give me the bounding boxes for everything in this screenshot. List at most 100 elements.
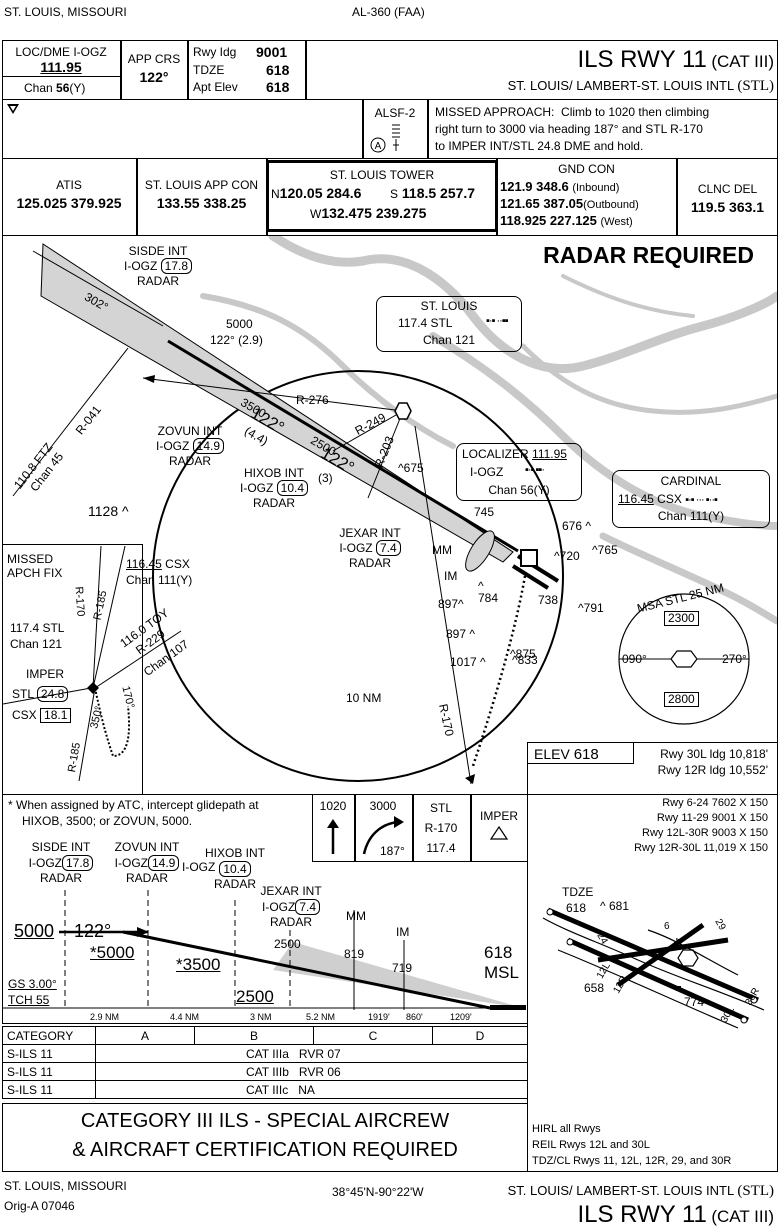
elev-897b-val: 897: [446, 627, 467, 641]
prof-dist-6: 860': [406, 1012, 423, 1022]
gnd-1-freq: 121.9 348.6: [500, 179, 569, 194]
tdze-label: TDZE: [193, 63, 225, 77]
ma-1174: 117.4: [426, 841, 456, 855]
tower-south-label: S: [390, 187, 399, 201]
airport-elev-label: ELEV: [534, 746, 570, 762]
gnd-label: GND CON: [558, 162, 615, 176]
turn-arrow-icon: [362, 816, 404, 855]
minima-row-cat: CAT IIIc: [246, 1082, 289, 1097]
tower-south: S 118.5 257.7: [390, 186, 475, 200]
cardinal-box: [612, 470, 770, 528]
prof-alt-2500b: 2500: [236, 987, 274, 1006]
footer-title-text: ILS RWY 11: [577, 1201, 707, 1228]
app-crs: 122°: [139, 69, 169, 85]
top-city: ST. LOUIS, MISSOURI: [4, 5, 127, 19]
gnd-1: 121.9 348.6 (Inbound): [500, 180, 619, 194]
elev-675-val: 675: [403, 461, 424, 475]
loc-chan-suffix: (Y): [69, 81, 86, 95]
elev-833: ^833: [512, 653, 538, 667]
prof-jexar-loc: I-OGZ: [261, 900, 296, 914]
table-row: S-ILS 11 CAT IIIc NA: [2, 1080, 528, 1099]
prof-im: IM: [396, 925, 410, 939]
cardinal-chan: Chan 111(Y): [657, 509, 725, 523]
plan-r276: R-276: [296, 393, 329, 407]
airport-elev-658: 658: [584, 981, 605, 995]
minima-table: CATEGORY A B C D S-ILS 11 CAT IIIa RVR 0…: [2, 1026, 528, 1099]
minima-row-value: CAT IIIc NA: [95, 1080, 528, 1099]
plan-sisde-loc: I-OGZ: [123, 259, 158, 273]
footer-orig: Orig-A 07046: [4, 1199, 75, 1213]
airport-elev-681-val: 681: [608, 899, 629, 913]
msa-270: 270°: [722, 652, 747, 666]
stl-chan: Chan 121: [422, 333, 476, 347]
elev-897a-val: 897: [438, 597, 459, 611]
prof-hixob-fix: HIXOB INT 10.4 RADAR: [190, 846, 280, 892]
app-con-freq: 133.55 338.25: [156, 195, 247, 211]
plan-jexar-loc: I-OGZ: [339, 541, 373, 555]
prof-mm-alt: 819: [344, 947, 365, 961]
footer-airport: ST. LOUIS/ LAMBERT-ST. LOUIS INTL (STL): [508, 1184, 774, 1199]
elev-791: ^791: [578, 601, 604, 615]
stl-freq: 117.4 STL: [398, 316, 453, 330]
prof-zovun-name: ZOVUN INT: [114, 840, 180, 854]
loc-chan-label: Chan: [24, 81, 53, 95]
elev-1128-val: 1128: [88, 503, 119, 519]
prof-dist-4: 5.2 NM: [306, 1012, 336, 1022]
clnc-freq: 119.5 363.1: [690, 199, 765, 215]
atis-freq: 125.025 379.925: [16, 195, 122, 211]
elev-1017-val: 1017: [450, 655, 477, 669]
lights-3: TDZ/CL Rwys 11, 12L, 12R, 29, and 30R: [532, 1155, 732, 1167]
holding-fix-icon: [490, 826, 508, 840]
cardinal-freq: 116.45: [618, 492, 654, 506]
prof-tch: TCH 55: [8, 993, 50, 1007]
elev-738: 738: [538, 594, 558, 606]
localizer-morse-icon: ▪·▪ ▪▪·: [525, 464, 545, 476]
missed-approach-text-2: right turn to 3000 via heading 187° and …: [435, 122, 703, 136]
msa-090: 090°: [622, 652, 647, 666]
prof-alt-2500: 2500: [274, 937, 301, 951]
localizer-chan: Chan 56(Y): [488, 483, 550, 497]
inset-csx-id: CSX: [165, 557, 190, 571]
localizer-box: [456, 443, 582, 501]
rwy-ldg: 9001: [256, 44, 288, 60]
elev-box: [527, 742, 634, 764]
prof-hixob-name: HIXOB INT: [204, 846, 265, 860]
inset-stl-chan: Chan 121: [10, 637, 63, 651]
plan-dist-3: (3): [318, 471, 333, 485]
airport-id: (STL): [737, 78, 774, 94]
missed-fix-inset: [3, 544, 143, 794]
plan-hixob-fix: HIXOB INT I-OGZ 10.4 RADAR: [234, 466, 314, 510]
profile-note-2: HIXOB, 3500; or ZOVUN, 5000.: [22, 814, 193, 828]
plan-sisde-name: SISDE INT: [128, 244, 188, 258]
plan-sisde-radar: RADAR: [136, 274, 179, 288]
plan-view-map: [3, 236, 777, 785]
title-cat: (CAT III): [711, 52, 774, 71]
airport-ldg-1: Rwy 30L ldg 10,818': [660, 747, 768, 761]
loc-chan-num: 56: [56, 81, 70, 95]
airport-elev-681: ^ 681: [600, 899, 629, 913]
prof-jexar-radar: RADAR: [269, 915, 312, 929]
minima-row-cat: CAT IIIa: [246, 1046, 289, 1061]
plan-jexar-fix: JEXAR INT I-OGZ 7.4 RADAR: [330, 526, 410, 570]
footer-airport-name: ST. LOUIS/ LAMBERT-ST. LOUIS INTL: [507, 1183, 734, 1198]
airport-diagram: [542, 907, 765, 1029]
localizer-label: LOCALIZER 111.95: [462, 448, 567, 460]
elev-833-val: 833: [517, 653, 538, 667]
inset-imper-stl-id: STL: [12, 687, 34, 701]
minima-row-name: S-ILS 11: [2, 1080, 96, 1099]
minima-row-value: CAT IIIa RVR 07: [95, 1044, 528, 1063]
airport-rwy-3: Rwy 12L-30R 9003 X 150: [642, 827, 768, 839]
clnc-label: CLNC DEL: [697, 182, 758, 196]
airport-tdze: 618: [566, 901, 587, 915]
plan-sisde-fix: SISDE INT I-OGZ 17.8 RADAR: [118, 244, 198, 288]
missed-approach-line-1: MISSED APPROACH: Climb to 1020 then clim…: [435, 106, 709, 118]
footer-title: ILS RWY 11 (CAT III): [577, 1203, 774, 1227]
plan-10nm: 10 NM: [346, 691, 382, 705]
prof-sisde-loc: I-OGZ: [28, 856, 62, 870]
cardinal-id: CSX: [657, 492, 682, 506]
inset-imper-csx-dme: 18.1: [40, 708, 72, 723]
cardinal-freq-line: 116.45 CSX ▪·▪ ··· ▪··▪: [618, 492, 718, 506]
plan-zovun-loc: I-OGZ: [155, 439, 190, 453]
